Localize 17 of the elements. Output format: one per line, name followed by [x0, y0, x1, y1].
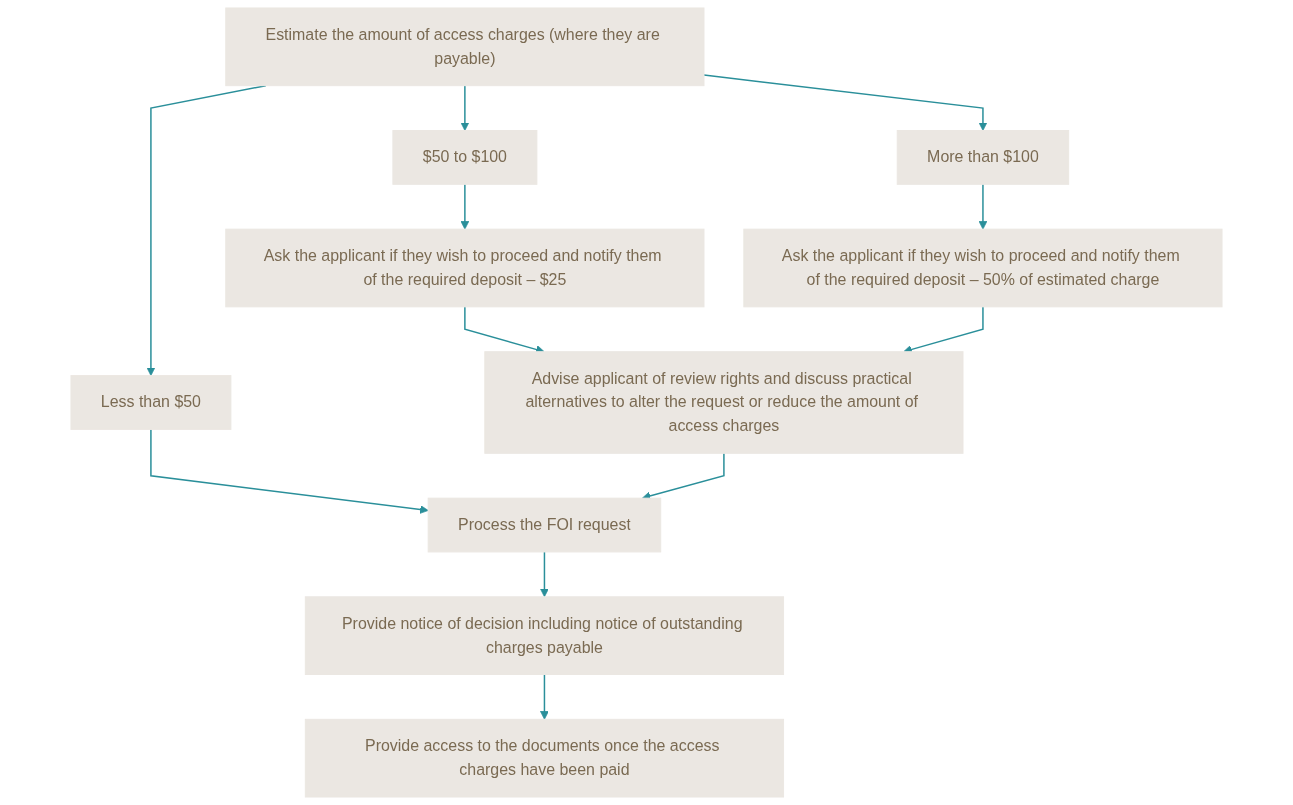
- node-box: Ask the applicant if they wish to proceed and notify them of the required deposit – $25: [225, 228, 705, 308]
- node-box: Ask the applicant if they wish to proceed and notify them of the required deposit – 50% of estimated charge: [743, 228, 1223, 308]
- node-box: More than $100: [896, 130, 1070, 185]
- arrow: [540, 673, 549, 720]
- node-box: Advise applicant of review rights and discuss practical alternatives to alter the request or reduce the amount of access charges: [484, 351, 964, 454]
- node-box: Provide access to the documents once the access charges have been paid: [304, 718, 785, 798]
- arrow: [150, 428, 429, 514]
- arrow: [703, 74, 988, 131]
- arrow: [460, 183, 470, 230]
- node-box: Provide notice of decision including notice of outstanding charges payable: [304, 596, 785, 675]
- arrow: [978, 183, 988, 230]
- node-box: Estimate the amount of access charges (where they are payable): [225, 7, 705, 87]
- arrow: [460, 84, 470, 131]
- node-box: $50 to $100: [392, 130, 538, 185]
- node-box: Less than $50: [70, 375, 232, 430]
- arrow: [540, 551, 549, 598]
- node-box: Process the FOI request: [427, 497, 662, 553]
